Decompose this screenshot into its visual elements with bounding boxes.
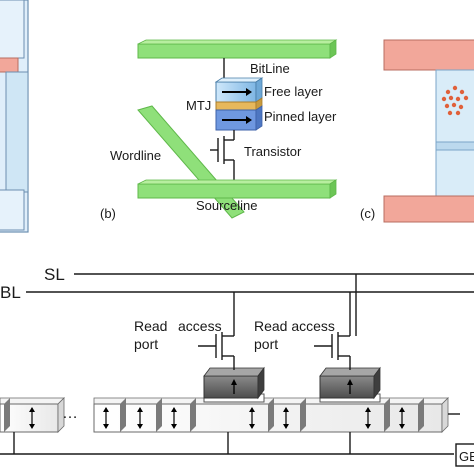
racetrack-left: … — [0, 397, 78, 433]
access-label-1: access — [178, 318, 222, 334]
panel-b: BitLine Free layer MTJ Pinned layer Word… — [100, 39, 338, 221]
gnd-partial-label: GE — [459, 449, 474, 464]
mtj-label: MTJ — [186, 98, 211, 113]
port-label-2: port — [254, 336, 278, 352]
panel-d: SL BL Read access port Read access port — [0, 265, 474, 467]
panel-b-label: (b) — [100, 206, 116, 221]
pinned-layer-label: Pinned layer — [264, 109, 337, 124]
read-access-label-2: Read access — [254, 318, 335, 334]
sourceline-label: Sourceline — [196, 198, 257, 213]
racetrack-main — [93, 397, 449, 433]
sl-label: SL — [44, 265, 65, 284]
wordline-label: Wordline — [110, 148, 161, 163]
read-head-1 — [203, 366, 265, 403]
read-label-1: Read — [134, 318, 167, 334]
transistor-symbol — [210, 130, 235, 182]
bitline-bar — [137, 43, 331, 59]
panel-a-fragment — [0, 0, 29, 233]
port-label-1: port — [134, 336, 158, 352]
mtj-stack — [214, 77, 264, 131]
panel-c-label: (c) — [360, 206, 375, 221]
ellipsis: … — [62, 405, 78, 422]
read-head-2 — [319, 366, 381, 403]
read-transistor-2 — [314, 332, 351, 366]
bitline-label: BitLine — [250, 61, 290, 76]
free-layer-label: Free layer — [264, 84, 323, 99]
sourceline-bar — [137, 183, 331, 199]
transistor-label: Transistor — [244, 144, 302, 159]
panel-c-fragment: (c) — [360, 39, 474, 223]
read-transistor-1 — [198, 332, 235, 366]
particle-cluster — [441, 85, 469, 116]
bl-label: BL — [0, 283, 21, 302]
